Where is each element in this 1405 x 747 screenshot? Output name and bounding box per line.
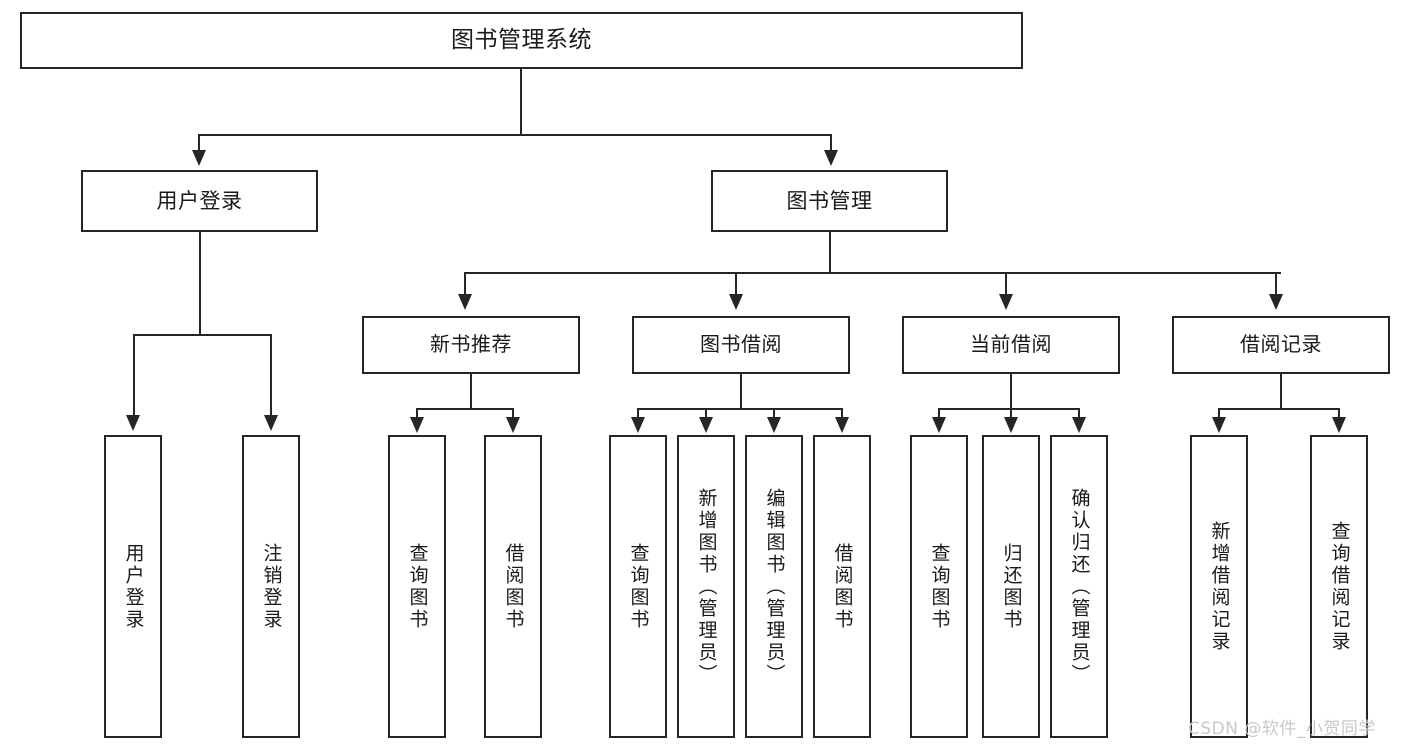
connector-nb-to-leaf-1 <box>416 408 418 418</box>
arrowhead-nb-query-book <box>410 417 424 433</box>
leaf-node-edit-book-admin[interactable]: 编辑图书（管理员） <box>745 435 803 738</box>
leaf-node-confirm-return-admin[interactable]: 确认归还（管理员） <box>1050 435 1108 738</box>
connector-root-to-book-management <box>830 134 832 152</box>
connector-bm-to-new-book <box>464 272 466 295</box>
connector-new-book-bus <box>416 408 514 410</box>
connector-nb-to-leaf-2 <box>512 408 514 418</box>
node-borrow-records[interactable]: 借阅记录 <box>1172 316 1390 374</box>
connector-book-borrow-stem <box>740 374 742 409</box>
connector-br-to-leaf-2 <box>1338 408 1340 418</box>
leaf-node-user-login[interactable]: 用户登录 <box>104 435 162 738</box>
connector-bm-to-borrow <box>735 272 737 295</box>
node-label: 查询图书 <box>928 542 951 631</box>
arrowhead-cb-query-book <box>932 417 946 433</box>
node-label: 借阅图书 <box>502 542 525 631</box>
connector-br-to-leaf-1 <box>1218 408 1220 418</box>
connector-cb-to-leaf-1 <box>938 408 940 418</box>
node-book-management[interactable]: 图书管理 <box>711 170 948 232</box>
node-label: 新增借阅记录 <box>1208 520 1231 653</box>
node-label: 注销登录 <box>260 542 283 631</box>
arrowhead-book-management <box>824 150 838 166</box>
leaf-node-borrow-book[interactable]: 借阅图书 <box>813 435 871 738</box>
arrowhead-br-query-record <box>1332 417 1346 433</box>
arrowhead-bb-borrow-book <box>835 417 849 433</box>
node-label: 确认归还（管理员） <box>1068 487 1091 686</box>
connector-bb-to-leaf-3 <box>773 408 775 418</box>
arrowhead-book-borrow <box>729 294 743 310</box>
node-label: 图书管理系统 <box>451 27 592 54</box>
connector-bb-to-leaf-1 <box>637 408 639 418</box>
node-label: 当前借阅 <box>970 332 1052 357</box>
arrowhead-leaf-logout <box>264 415 278 431</box>
connector-cb-to-leaf-2 <box>1010 408 1012 418</box>
node-label: 新书推荐 <box>430 332 512 357</box>
arrowhead-nb-borrow-book <box>506 417 520 433</box>
connector-book-management-stem <box>829 232 831 273</box>
connector-user-login-to-leaf-2 <box>270 334 272 417</box>
connector-cb-to-leaf-3 <box>1078 408 1080 418</box>
connector-user-login-bus <box>133 334 271 336</box>
node-label: 借阅图书 <box>831 542 854 631</box>
node-label: 用户登录 <box>156 188 243 213</box>
connector-root-stem <box>520 69 522 135</box>
connector-root-bus <box>198 134 832 136</box>
node-label: 用户登录 <box>122 542 145 631</box>
node-label: 查询借阅记录 <box>1328 520 1351 653</box>
node-label: 查询图书 <box>406 542 429 631</box>
connector-user-login-stem <box>199 232 201 335</box>
connector-bb-to-leaf-4 <box>841 408 843 418</box>
arrowhead-bb-add-book <box>699 417 713 433</box>
arrowhead-cb-confirm-return <box>1072 417 1086 433</box>
connector-bm-to-records <box>1275 272 1277 295</box>
node-book-borrow[interactable]: 图书借阅 <box>632 316 850 374</box>
connector-bm-to-current <box>1005 272 1007 295</box>
node-label: 新增图书（管理员） <box>695 487 718 686</box>
arrowhead-cb-return-book <box>1004 417 1018 433</box>
connector-book-borrow-bus <box>637 408 842 410</box>
node-new-book-recommend[interactable]: 新书推荐 <box>362 316 580 374</box>
connector-borrow-records-stem <box>1280 374 1282 409</box>
arrowhead-borrow-records <box>1269 294 1283 310</box>
node-label: 编辑图书（管理员） <box>763 487 786 686</box>
arrowhead-br-add-record <box>1212 417 1226 433</box>
node-user-login[interactable]: 用户登录 <box>81 170 318 232</box>
node-root-book-management-system[interactable]: 图书管理系统 <box>20 12 1023 69</box>
node-label: 图书借阅 <box>700 332 782 357</box>
node-label: 借阅记录 <box>1240 332 1322 357</box>
arrowhead-leaf-user-login <box>126 415 140 431</box>
arrowhead-new-book-recommend <box>458 294 472 310</box>
connector-bb-to-leaf-2 <box>705 408 707 418</box>
connector-user-login-to-leaf-1 <box>133 334 135 417</box>
leaf-node-logout[interactable]: 注销登录 <box>242 435 300 738</box>
leaf-node-query-borrow-record[interactable]: 查询借阅记录 <box>1310 435 1368 738</box>
connector-root-to-user-login <box>198 134 200 152</box>
arrowhead-current-borrow <box>999 294 1013 310</box>
leaf-node-query-book-borrow[interactable]: 查询图书 <box>609 435 667 738</box>
node-label: 归还图书 <box>1000 542 1023 631</box>
arrowhead-bb-edit-book <box>767 417 781 433</box>
arrowhead-user-login <box>192 150 206 166</box>
connector-new-book-stem <box>470 374 472 409</box>
node-label: 查询图书 <box>627 542 650 631</box>
connector-current-borrow-stem <box>1010 374 1012 409</box>
arrowhead-bb-query-book <box>631 417 645 433</box>
csdn-watermark: CSDN @软件_小贺同学 <box>1188 719 1376 739</box>
leaf-node-query-book-recommend[interactable]: 查询图书 <box>388 435 446 738</box>
leaf-node-add-book-admin[interactable]: 新增图书（管理员） <box>677 435 735 738</box>
leaf-node-query-book-current[interactable]: 查询图书 <box>910 435 968 738</box>
connector-book-management-bus <box>464 272 1281 274</box>
node-label: 图书管理 <box>786 188 873 213</box>
leaf-node-add-borrow-record[interactable]: 新增借阅记录 <box>1190 435 1248 738</box>
leaf-node-return-book[interactable]: 归还图书 <box>982 435 1040 738</box>
connector-borrow-records-bus <box>1218 408 1340 410</box>
node-current-borrow[interactable]: 当前借阅 <box>902 316 1120 374</box>
leaf-node-borrow-book-recommend[interactable]: 借阅图书 <box>484 435 542 738</box>
connector-current-borrow-bus <box>938 408 1080 410</box>
